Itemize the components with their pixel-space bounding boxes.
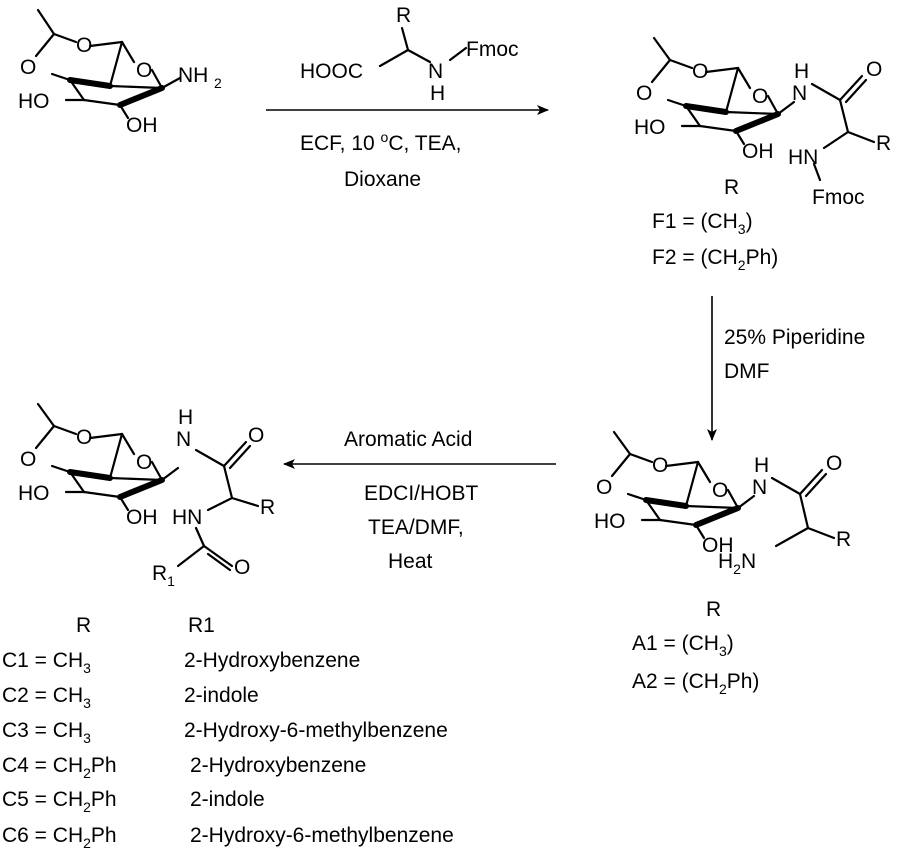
fmoc-amino-acid: R HOOC N H Fmoc: [300, 4, 519, 105]
carbonyl-o-label: O: [826, 452, 842, 475]
amino-acid-fmoc: Fmoc: [466, 38, 519, 61]
side-chain-r-label: R: [260, 496, 275, 519]
ring-oxygen-label: O: [636, 82, 652, 105]
ring-oxygen-label: O: [136, 451, 152, 474]
ring-oxygen-label: O: [76, 34, 92, 57]
c-row-label: C5 = CH2Ph: [2, 788, 117, 815]
final-glycoconjugate: O O O HO OH H N O R HN O R1: [18, 402, 275, 589]
ring-oxygen-label: O: [712, 479, 728, 502]
c-row-label: C6 = CH2Ph: [2, 824, 117, 851]
f-series-legend: R F1 = (CH3) F2 = (CH2Ph): [652, 176, 778, 273]
ring-oxygen-label: O: [596, 476, 612, 499]
ring-oxygen-label: O: [76, 426, 92, 449]
side-chain-r-label: R: [836, 528, 851, 551]
svg-text:Dioxane: Dioxane: [344, 168, 421, 191]
amine-label: NH: [178, 64, 208, 87]
svg-text:TEA/DMF,: TEA/DMF,: [368, 516, 464, 539]
ring-oxygen-label: O: [652, 454, 668, 477]
c-row-r1: 2-Hydroxy-6-methylbenzene: [184, 719, 448, 742]
svg-text:Heat: Heat: [388, 550, 433, 573]
c-row-label: C4 = CH2Ph: [2, 754, 117, 781]
amide-n-label: N: [792, 82, 807, 105]
a-series-legend: R A1 = (CH3) A2 = (CH2Ph): [632, 598, 759, 697]
hydroxyl-label: HO: [18, 90, 50, 113]
svg-text:EDCI/HOBT: EDCI/HOBT: [364, 482, 479, 505]
c-row-label: C2 = CH3: [2, 684, 91, 711]
aroyl-o-label: O: [234, 556, 250, 579]
amino-acid-r: R: [396, 4, 411, 27]
free-amine-label: H2N: [718, 550, 756, 577]
c-row-label: C1 = CH3: [2, 649, 91, 676]
ring-oxygen-label: O: [136, 59, 152, 82]
amino-acid-n: N: [428, 60, 443, 83]
r1-label: R1: [152, 562, 175, 589]
starting-glycosylamine: O O O HO OH NH 2: [18, 8, 222, 137]
a2-entry: A2 = (CH2Ph): [632, 670, 759, 697]
a1-entry: A1 = (CH3): [632, 632, 734, 659]
carbonyl-o-label: O: [866, 58, 882, 81]
hydroxyl-label: OH: [126, 506, 158, 529]
svg-text:DMF: DMF: [724, 360, 770, 383]
amide-h-label: H: [754, 454, 769, 477]
hydroxyl-label: HO: [18, 482, 50, 505]
c-series-table: R R1 C1 = CH3 2-Hydroxybenzene C2 = CH3 …: [2, 614, 454, 851]
hydroxyl-label: HO: [594, 510, 626, 533]
ring-oxygen-label: O: [692, 60, 708, 83]
hydroxyl-label: OH: [702, 534, 734, 557]
step1-conditions: ECF, 10 oC, TEA, Dioxane: [300, 129, 461, 191]
svg-text:Aromatic Acid: Aromatic Acid: [344, 428, 472, 451]
fmoc-glycopeptide: O O O HO OH H N O R HN Fmoc: [634, 36, 891, 209]
deprotected-glycopeptide: O O O HO OH H N O R H2N: [594, 430, 851, 577]
c-row-r1: 2-Hydroxy-6-methylbenzene: [190, 824, 454, 847]
c-row-label: C3 = CH3: [2, 719, 91, 746]
a-series-header: R: [706, 598, 721, 621]
c-row-r1: 2-indole: [184, 684, 259, 707]
fmoc-label: Fmoc: [812, 186, 865, 209]
side-chain-r-label: R: [876, 132, 891, 155]
c-row-r1: 2-indole: [190, 788, 265, 811]
svg-text:25% Piperidine: 25% Piperidine: [724, 326, 865, 349]
f-series-header: R: [724, 176, 739, 199]
c-header-r: R: [76, 614, 91, 637]
amide-h-label: H: [794, 60, 809, 83]
carbamate-hn-label: HN: [788, 146, 818, 169]
step3-conditions: Aromatic Acid EDCI/HOBT TEA/DMF, Heat: [344, 428, 479, 573]
f1-entry: F1 = (CH3): [652, 210, 753, 237]
hydroxyl-label: OH: [742, 140, 774, 163]
ring-oxygen-label: O: [752, 85, 768, 108]
f2-entry: F2 = (CH2Ph): [652, 246, 778, 273]
ring-oxygen-label: O: [20, 448, 36, 471]
amide-n-label: N: [176, 428, 191, 451]
step2-conditions: 25% Piperidine DMF: [724, 326, 865, 383]
amide-h-label: H: [178, 406, 193, 429]
amino-acid-h: H: [430, 82, 445, 105]
ring-oxygen-label: O: [20, 56, 36, 79]
c-row-r1: 2-Hydroxybenzene: [190, 754, 366, 777]
hydroxyl-label: HO: [634, 116, 666, 139]
amide-n-label: N: [752, 476, 767, 499]
amino-acid-cooh: HOOC: [300, 60, 363, 83]
c-row-r1: 2-Hydroxybenzene: [184, 649, 360, 672]
hydroxyl-label: OH: [126, 114, 158, 137]
c-header-r1: R1: [188, 614, 215, 637]
carbonyl-o-label: O: [248, 424, 264, 447]
svg-text:ECF, 10 oC, TEA,: ECF, 10 oC, TEA,: [300, 129, 461, 155]
amine-subscript: 2: [214, 75, 222, 91]
amide-hn-label: HN: [172, 506, 202, 529]
